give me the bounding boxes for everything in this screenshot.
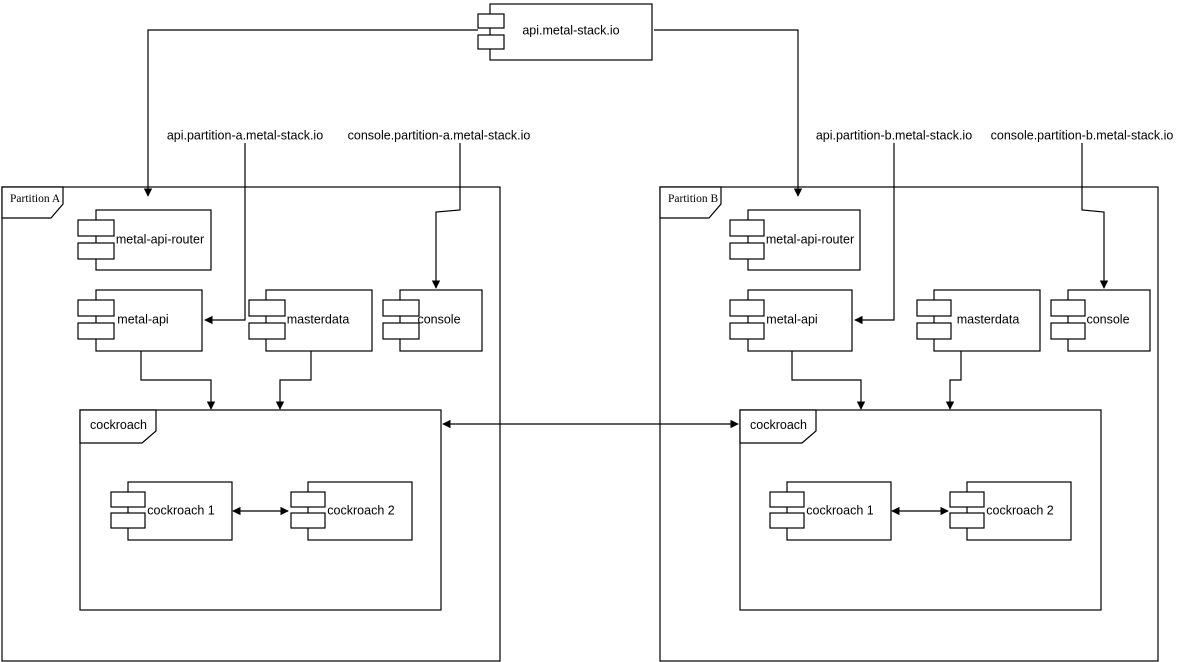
component-cockroach-b-1[interactable]: cockroach 1 (769, 481, 892, 541)
partition-a-frame[interactable]: Partition A (1, 186, 501, 662)
component-metal-api-a-label: metal-api (117, 312, 168, 326)
component-api-metal-stack-io[interactable]: api.metal-stack.io (477, 3, 653, 61)
component-cockroach-b-2-label: cockroach 2 (986, 503, 1053, 517)
edge-console-a-to-console-a (431, 143, 461, 289)
cockroach-cluster-a[interactable]: cockroach (79, 409, 442, 611)
component-metal-api-router-a[interactable]: metal-api-router (77, 209, 212, 271)
component-masterdata-b[interactable]: masterdata (916, 289, 1041, 352)
component-masterdata-b-label: masterdata (957, 312, 1020, 326)
component-masterdata-a-label: masterdata (287, 312, 350, 326)
component-console-a[interactable]: console (382, 289, 483, 352)
edge-masterdata-b-to-cockroach-b (945, 351, 962, 410)
component-metal-api-a[interactable]: metal-api (77, 289, 203, 352)
partition-a-frame-label: Partition A (10, 193, 61, 205)
edge-metal-api-a-to-cockroach-a (140, 351, 216, 410)
component-metal-api-router-a-label: metal-api-router (116, 232, 204, 246)
component-metal-api-b[interactable]: metal-api (729, 289, 853, 352)
component-metal-api-b-label: metal-api (766, 312, 817, 326)
edge-root-to-router-a (143, 29, 478, 197)
cockroach-cluster-b[interactable]: cockroach (739, 409, 1102, 611)
endpoint-label-console-partition-b: console.partition-b.metal-stack.io (991, 128, 1174, 142)
component-api-metal-stack-io-label: api.metal-stack.io (522, 23, 619, 37)
cockroach-cluster-a-label: cockroach (90, 418, 147, 432)
component-console-a-label: console (417, 312, 460, 326)
component-cockroach-a-1-label: cockroach 1 (147, 503, 214, 517)
endpoint-label-api-partition-a: api.partition-a.metal-stack.io (167, 128, 323, 142)
endpoint-label-console-partition-a: console.partition-a.metal-stack.io (348, 128, 531, 142)
component-cockroach-b-2[interactable]: cockroach 2 (949, 481, 1072, 541)
component-console-b[interactable]: console (1050, 289, 1151, 352)
component-cockroach-a-2-label: cockroach 2 (327, 503, 394, 517)
edge-masterdata-a-to-cockroach-a (275, 351, 312, 410)
component-console-b-label: console (1086, 312, 1129, 326)
edge-metal-api-b-to-cockroach-b (791, 351, 866, 410)
component-metal-api-router-b[interactable]: metal-api-router (729, 209, 861, 271)
edge-api-b-to-metal-api-b (854, 143, 895, 325)
edge-api-a-to-metal-api-a (204, 143, 246, 325)
endpoint-label-api-partition-b: api.partition-b.metal-stack.io (816, 128, 972, 142)
component-cockroach-a-2[interactable]: cockroach 2 (290, 481, 413, 541)
component-cockroach-a-1[interactable]: cockroach 1 (110, 481, 233, 541)
cockroach-cluster-b-label: cockroach (750, 418, 807, 432)
partition-b-frame-label: Partition B (668, 193, 718, 205)
partition-b-frame[interactable]: Partition B (659, 186, 1159, 662)
component-cockroach-b-1-label: cockroach 1 (806, 503, 873, 517)
connection-layer (140, 29, 1109, 516)
component-metal-api-router-b-label: metal-api-router (766, 232, 854, 246)
edge-root-to-router-b (654, 29, 803, 197)
component-masterdata-a[interactable]: masterdata (248, 289, 373, 352)
edge-console-b-to-console-b (1081, 143, 1109, 289)
